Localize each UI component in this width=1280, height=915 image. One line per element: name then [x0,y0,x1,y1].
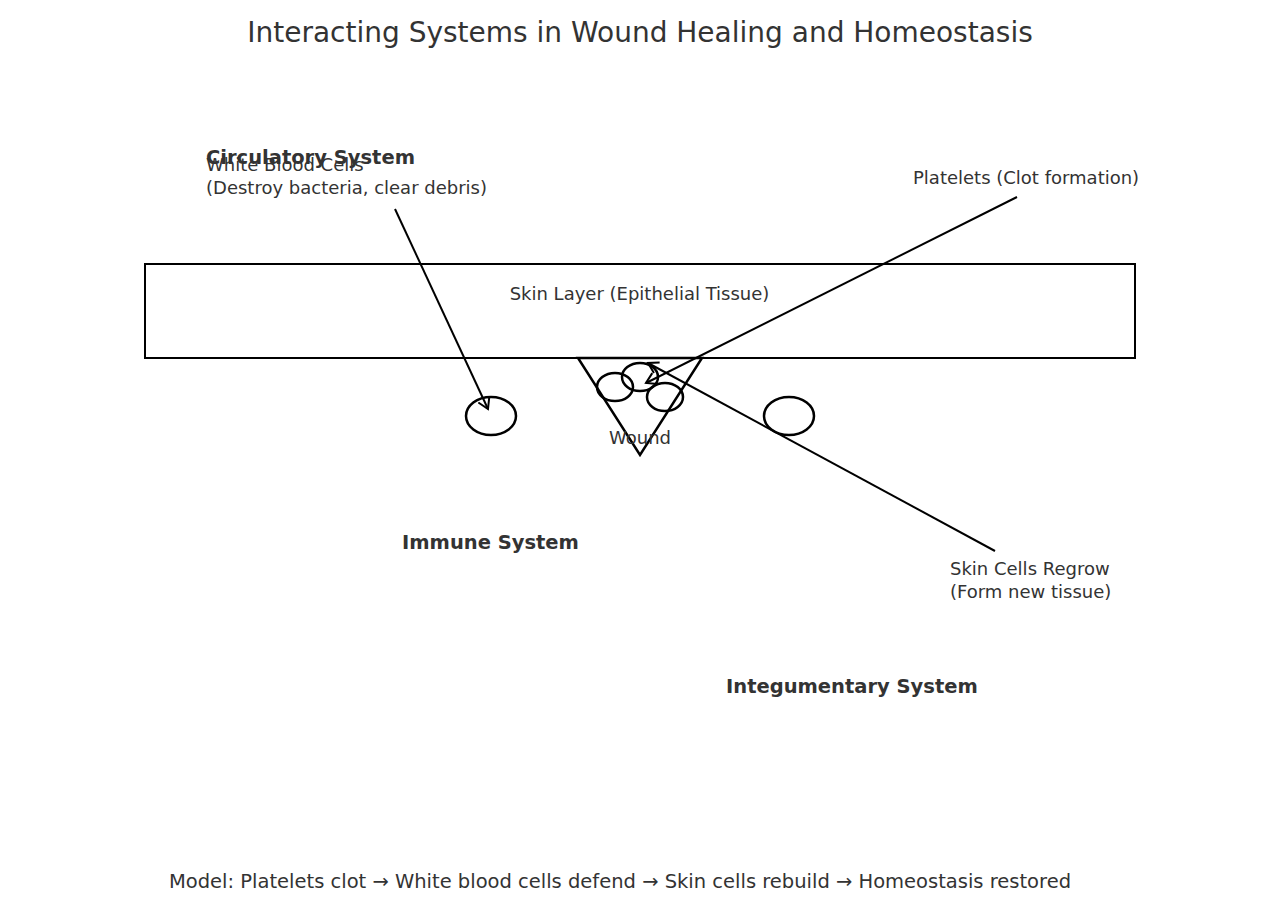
leader-arrow [648,363,995,551]
node-label: Wound [609,427,671,450]
callout-text: White Blood Cells (Destroy bacteria, cle… [206,154,487,199]
callout-text: Skin Cells Regrow (Form new tissue) [950,558,1111,603]
node-label: Skin Layer (Epithelial Tissue) [510,283,770,306]
skin-layer-box: Skin Layer (Epithelial Tissue) [144,263,1136,359]
diagram-caption: Model: Platelets clot → White blood cell… [169,870,1071,894]
leader-arrow [395,209,488,409]
white-blood-cell [466,397,516,435]
callout-text: Platelets (Clot formation) [913,167,1139,190]
wound-triangle: Wound [578,358,702,455]
system-name: Integumentary System [726,675,978,699]
system-name: Immune System [402,531,579,555]
diagram-title: Interacting Systems in Wound Healing and… [247,15,1033,50]
